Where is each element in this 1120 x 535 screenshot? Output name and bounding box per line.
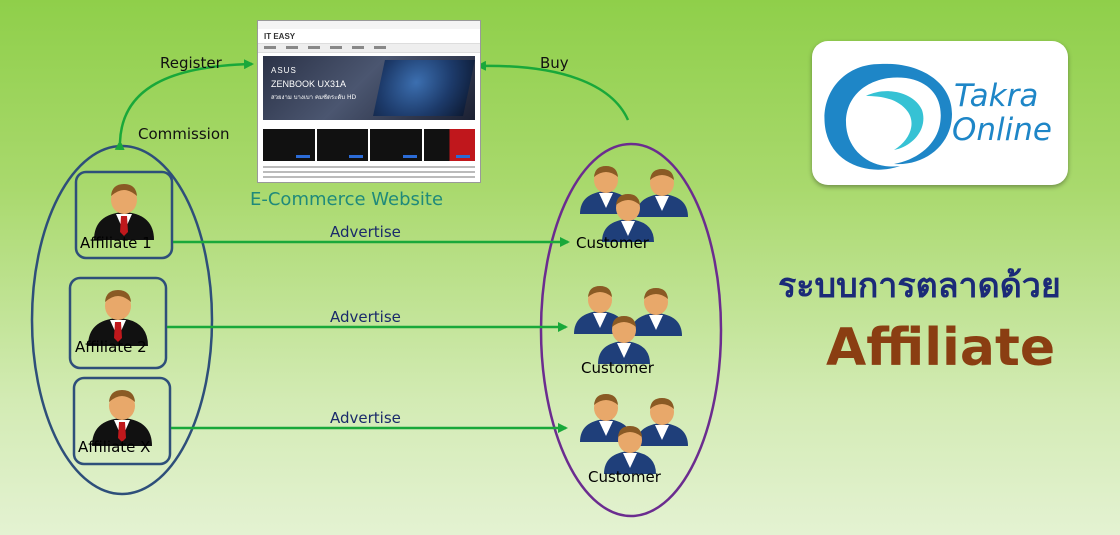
banner-model: ZENBOOK UX31A xyxy=(271,79,347,89)
customer-group-ring xyxy=(539,142,723,518)
product-card xyxy=(316,129,368,161)
customer-label-1: Customer xyxy=(576,234,650,252)
website-caption: E-Commerce Website xyxy=(250,189,443,210)
affiliate-label-x: Affiliate X xyxy=(78,438,150,456)
customer-label-2: Customer xyxy=(581,359,655,377)
banner-tagline: สวยงาม บางเบา คมชัดระดับ HD xyxy=(271,94,357,101)
affiliate-label-1: Affiliate 1 xyxy=(80,234,152,252)
commission-label: Commission xyxy=(138,125,230,143)
website-products xyxy=(263,129,475,161)
customer-cluster-2 xyxy=(574,286,682,364)
buy-arrow xyxy=(476,60,630,121)
product-card xyxy=(370,129,422,161)
affiliate-box-x xyxy=(72,376,172,466)
website-text-lines xyxy=(263,166,475,178)
product-card xyxy=(423,129,475,161)
advertise-label-3: Advertise xyxy=(330,409,401,427)
logo-text-takra: Takra xyxy=(954,78,1039,114)
website-logo: IT EASY xyxy=(264,31,296,41)
logo-text-online: Online xyxy=(952,112,1052,148)
register-label: Register xyxy=(160,54,223,72)
website-strip xyxy=(263,122,475,128)
customer-label-3: Customer xyxy=(588,468,662,486)
affiliate-box-2 xyxy=(68,276,168,370)
register-commission-arrow xyxy=(114,59,254,151)
affiliate-box-1 xyxy=(74,170,174,260)
affiliate-label-2: Affiliate 2 xyxy=(75,338,147,356)
ecommerce-website-screenshot: IT EASY ASUS ZENBOOK UX31A สวยงาม บางเบา… xyxy=(257,20,481,183)
buy-label: Buy xyxy=(540,54,569,72)
website-nav xyxy=(258,43,480,53)
heading-affiliate: Affiliate xyxy=(826,318,1056,378)
laptop-image xyxy=(373,60,475,116)
website-banner: ASUS ZENBOOK UX31A สวยงาม บางเบา คมชัดระ… xyxy=(263,56,475,120)
banner-brand: ASUS xyxy=(271,66,297,75)
heading-thai: ระบบการตลาดด้วย xyxy=(778,266,1061,306)
customer-cluster-1 xyxy=(580,166,688,242)
product-card xyxy=(263,129,315,161)
website-header: IT EASY xyxy=(258,29,480,43)
advertise-label-2: Advertise xyxy=(330,308,401,326)
customer-cluster-3 xyxy=(580,394,688,474)
website-topbar xyxy=(258,21,480,29)
affiliate-icon-1 xyxy=(94,184,154,240)
advertise-label-1: Advertise xyxy=(330,223,401,241)
